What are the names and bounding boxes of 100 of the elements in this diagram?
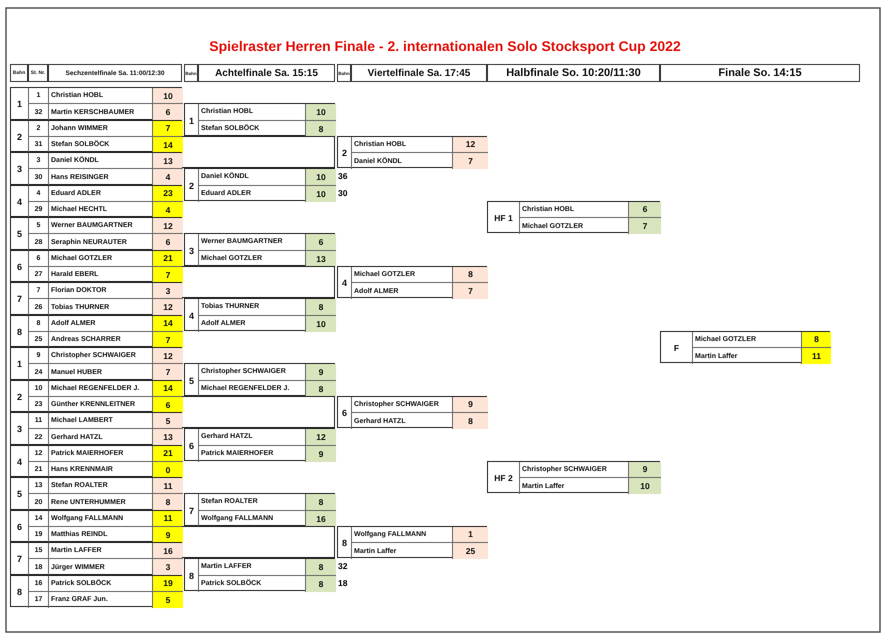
match-block [487, 200, 660, 234]
score: 8 [306, 559, 336, 576]
match-block [184, 428, 335, 461]
score: 23 [153, 186, 183, 202]
score: 5 [153, 592, 183, 608]
score: 8 [306, 494, 336, 510]
score: 10 [306, 316, 336, 332]
score: 13 [153, 429, 183, 446]
score: 8 [153, 494, 183, 510]
match-block [10, 250, 182, 282]
match-block [184, 298, 335, 331]
score: 16 [306, 510, 336, 527]
score: 8 [306, 120, 336, 137]
score: 5 [153, 413, 183, 430]
score: 6 [153, 104, 183, 120]
score: 6 [629, 202, 661, 218]
match-block [184, 233, 335, 266]
match-block [10, 184, 182, 217]
lane-number: 1 [185, 104, 199, 137]
score: 9 [453, 396, 488, 413]
match-block [337, 396, 487, 428]
score: 10 [306, 169, 336, 186]
score: 10 [306, 186, 336, 202]
bracket-box [182, 526, 335, 558]
score: 16 [153, 543, 183, 560]
score: 9 [306, 446, 336, 462]
score: 8 [306, 380, 336, 397]
match-block [184, 363, 335, 396]
match-block [10, 412, 182, 444]
match-block [10, 380, 182, 412]
lane-number: 2 [185, 169, 199, 202]
score: 25 [453, 543, 488, 560]
match-block [337, 136, 487, 168]
match-block [337, 526, 487, 558]
score: 7 [453, 153, 488, 170]
match-block [184, 558, 335, 591]
score: 12 [306, 429, 336, 446]
lane-number: 5 [185, 364, 199, 397]
lane-number: 2 [338, 136, 352, 170]
score: 12 [153, 348, 183, 364]
score: 10 [306, 104, 336, 120]
match-block [10, 510, 182, 542]
column-header: Finale So. 14:15 [660, 64, 860, 82]
score: 8 [802, 332, 831, 348]
score: 14 [153, 316, 183, 332]
column-header: Viertelfinale Sa. 17:45 [351, 64, 487, 82]
lane-number: 8 [185, 559, 199, 592]
match-block [10, 217, 182, 250]
score: 4 [153, 169, 183, 186]
lane-number: 7 [185, 494, 199, 527]
tiebreak-score: 36 [338, 170, 348, 184]
score: 3 [153, 559, 183, 576]
score: 9 [306, 364, 336, 380]
score: 8 [453, 266, 488, 283]
match-block [10, 347, 182, 380]
match-block [10, 542, 182, 574]
score: 9 [629, 462, 661, 478]
lane-number: 4 [338, 266, 352, 300]
score: 6 [153, 234, 183, 250]
score: 12 [153, 218, 183, 234]
score: 6 [306, 234, 336, 250]
tiebreak-score: 32 [338, 560, 348, 574]
score: 14 [153, 380, 183, 397]
match-block [10, 477, 182, 510]
lane-number: HF 1 [488, 202, 520, 234]
lane-number: HF 2 [488, 462, 520, 494]
score: 13 [153, 153, 183, 170]
score: 7 [453, 283, 488, 300]
tiebreak-score: 30 [338, 186, 348, 200]
score: 21 [153, 250, 183, 267]
score: 19 [153, 576, 183, 592]
score: 11 [153, 510, 183, 527]
tiebreak-score: 18 [338, 576, 348, 590]
match-block [10, 314, 182, 347]
lane-number: 8 [11, 576, 29, 608]
match-block [10, 120, 182, 152]
score: 13 [306, 250, 336, 267]
match-block [184, 168, 335, 201]
column-header: Halbfinale So. 10:20/11:30 [487, 64, 660, 82]
match-block [337, 266, 487, 298]
match-block [10, 87, 182, 120]
lane-number: 8 [338, 526, 352, 560]
score: 12 [453, 136, 488, 153]
score: 3 [153, 283, 183, 300]
bracket-box [182, 266, 335, 298]
bracket-box [182, 396, 335, 428]
title: Spielraster Herren Finale - 2. internationalen Solo Stocksport Cup 2022 [208, 38, 682, 54]
match-block [660, 330, 830, 364]
match-block [184, 493, 335, 526]
lane-number: 6 [338, 396, 352, 430]
score: 8 [306, 299, 336, 316]
match-block [10, 282, 182, 314]
score: 1 [453, 526, 488, 543]
lane-number: 4 [185, 299, 199, 332]
bracket-box [182, 136, 335, 168]
match-block [487, 460, 660, 494]
score: 11 [153, 478, 183, 494]
score: 7 [629, 218, 661, 234]
score: 11 [802, 348, 831, 364]
score: 7 [153, 364, 183, 380]
